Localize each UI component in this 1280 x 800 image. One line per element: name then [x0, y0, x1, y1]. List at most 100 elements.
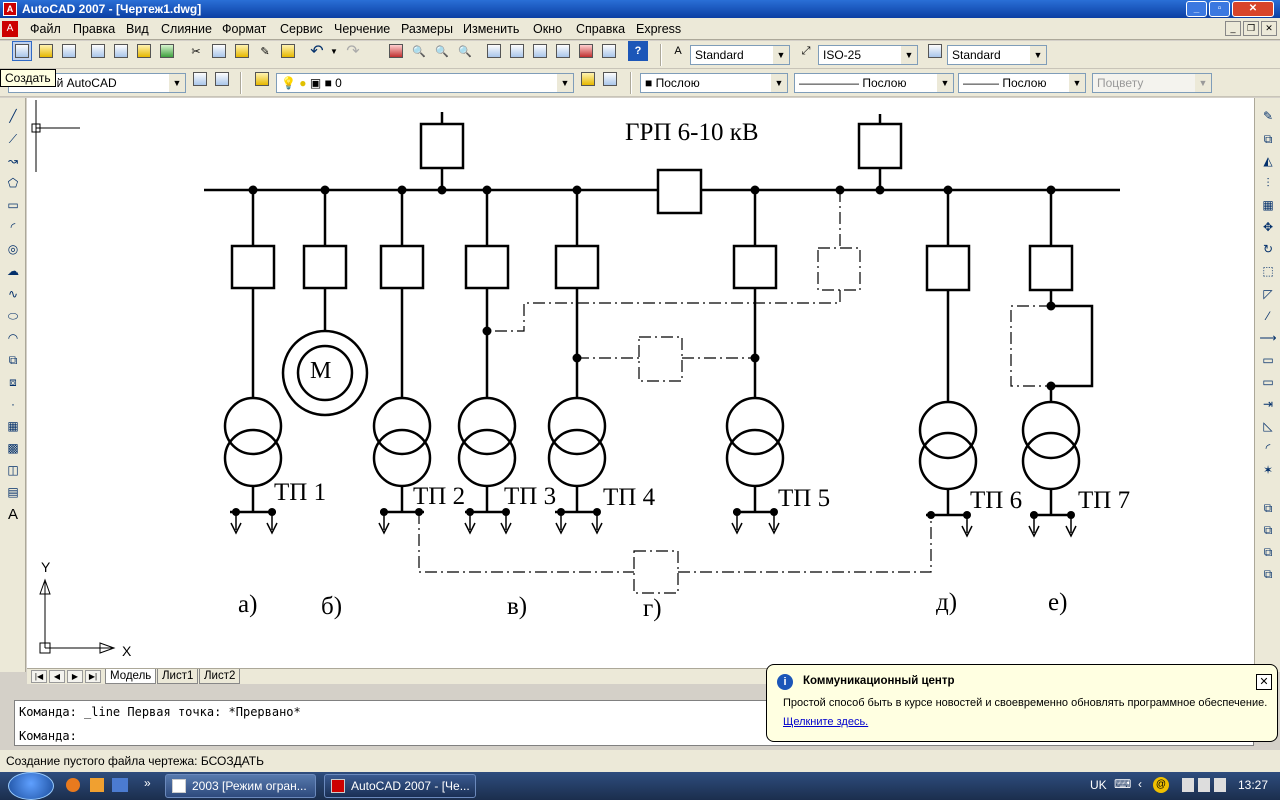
lineweight-select[interactable]: ——— Послою▼: [958, 73, 1086, 93]
spline-icon[interactable]: ∿: [7, 287, 19, 301]
make-current-layer-button[interactable]: [578, 69, 598, 89]
scale-icon[interactable]: ⬚: [1262, 264, 1274, 278]
region-icon[interactable]: ◫: [7, 463, 19, 477]
menu-dimension[interactable]: Размеры: [401, 22, 453, 36]
title-bar[interactable]: A AutoCAD 2007 - [Чертеж1.dwg] _ ▫ ✕: [0, 0, 1280, 18]
quicklaunch-app-icon[interactable]: [112, 778, 128, 792]
array-icon[interactable]: ▦: [1262, 198, 1274, 212]
clock[interactable]: 13:27: [1238, 778, 1269, 792]
open-button[interactable]: [36, 41, 56, 61]
copy-button[interactable]: [209, 41, 229, 61]
prev-tab-button[interactable]: ◀: [49, 670, 65, 683]
next-tab-button[interactable]: ▶: [67, 670, 83, 683]
mirror-icon[interactable]: ◭: [1263, 154, 1273, 168]
match-properties-button[interactable]: ✎: [260, 45, 270, 58]
circle-icon[interactable]: ◎: [7, 242, 19, 256]
quicklaunch-media-icon[interactable]: [90, 778, 104, 792]
menu-view[interactable]: Вид: [126, 22, 149, 36]
chamfer-icon[interactable]: ◺: [1263, 419, 1273, 433]
arc-icon[interactable]: ◜: [10, 220, 16, 234]
layer-previous-button[interactable]: [600, 69, 620, 89]
multiline-text-icon[interactable]: A: [7, 505, 18, 523]
workspace-settings-button[interactable]: [190, 69, 210, 89]
doc-minimize-button[interactable]: _: [1225, 21, 1241, 36]
hatch-icon[interactable]: ▦: [7, 419, 19, 433]
layer-properties-button[interactable]: [252, 69, 272, 89]
break-at-point-icon[interactable]: ▭: [1262, 353, 1274, 367]
trim-icon[interactable]: ⁄: [1266, 309, 1269, 323]
menu-tools[interactable]: Сервис: [280, 22, 323, 36]
menu-draw[interactable]: Черчение: [334, 22, 391, 36]
rotate-icon[interactable]: ↻: [1262, 242, 1274, 256]
network-icon[interactable]: [1198, 778, 1210, 792]
table-icon[interactable]: ▤: [7, 485, 19, 499]
break-icon[interactable]: ▭: [1262, 375, 1274, 389]
balloon-link[interactable]: Щелкните здесь.: [783, 716, 869, 728]
bring-above-icon[interactable]: ⧉: [1263, 544, 1273, 559]
pan-button[interactable]: [386, 41, 406, 61]
gradient-icon[interactable]: ▩: [7, 441, 19, 455]
language-indicator[interactable]: UK: [1090, 778, 1107, 792]
drawing-canvas[interactable]: ГРП 6-10 кВ М ТП 1 ТП 2 ТП 3 ТП 4 ТП 5 Т…: [27, 98, 1254, 668]
3d-dwf-button[interactable]: [157, 41, 177, 61]
quicklaunch-more-icon[interactable]: »: [144, 776, 151, 790]
tab-sheet2[interactable]: Лист2: [199, 669, 241, 684]
help-icon[interactable]: ?: [628, 41, 648, 61]
tool-palettes-button[interactable]: [530, 41, 550, 61]
block-editor-button[interactable]: [278, 41, 298, 61]
zoom-window-button[interactable]: 🔍: [435, 45, 449, 58]
menu-edit[interactable]: Правка: [73, 22, 116, 36]
menu-help[interactable]: Справка: [576, 22, 626, 36]
dim-style-select[interactable]: ISO-25▼: [818, 45, 918, 65]
line-icon[interactable]: ╱: [9, 109, 17, 123]
rectangle-icon[interactable]: ▭: [7, 198, 19, 212]
maximize-button[interactable]: ▫: [1209, 1, 1230, 17]
redo-icon[interactable]: ↷: [346, 43, 360, 60]
menu-express[interactable]: Express: [636, 22, 682, 36]
tab-sheet1[interactable]: Лист1: [157, 669, 199, 684]
construction-line-icon[interactable]: ⟋: [8, 131, 18, 146]
task-autocad[interactable]: AutoCAD 2007 - [Че...: [324, 774, 476, 798]
close-button[interactable]: ✕: [1232, 1, 1274, 17]
draw-order-front-icon[interactable]: ⧉: [1263, 500, 1273, 515]
save-button[interactable]: [59, 41, 79, 61]
circuit-diagram[interactable]: ГРП 6-10 кВ М ТП 1 ТП 2 ТП 3 ТП 4 ТП 5 Т…: [27, 98, 1254, 668]
text-style-icon[interactable]: A: [674, 45, 682, 57]
revision-cloud-icon[interactable]: ☁: [7, 264, 19, 278]
sheet-set-button[interactable]: [553, 41, 573, 61]
extend-icon[interactable]: ⟶: [1259, 331, 1277, 345]
last-tab-button[interactable]: ▶|: [85, 670, 101, 683]
workspace-save-button[interactable]: [212, 69, 232, 89]
menu-window[interactable]: Окно: [533, 22, 563, 36]
new-button[interactable]: [12, 41, 32, 61]
ellipse-arc-icon[interactable]: ◠: [7, 331, 19, 345]
tray-device-icon[interactable]: [1182, 778, 1194, 792]
plot-preview-button[interactable]: [111, 41, 131, 61]
table-style-icon[interactable]: [925, 41, 945, 61]
linetype-select[interactable]: ————— Послою▼: [794, 73, 954, 93]
send-under-icon[interactable]: ⧉: [1263, 566, 1273, 581]
polygon-icon[interactable]: ⬠: [7, 176, 19, 190]
ellipse-icon[interactable]: ⬭: [7, 308, 19, 323]
undo-icon[interactable]: ↶: [310, 43, 324, 60]
start-button[interactable]: [8, 772, 54, 800]
quickcalc-button[interactable]: [599, 41, 619, 61]
copy-object-icon[interactable]: ⧉: [1263, 131, 1273, 146]
doc-restore-button[interactable]: ❐: [1243, 21, 1259, 36]
task-word[interactable]: 2003 [Режим огран...: [165, 774, 316, 798]
polyline-icon[interactable]: ↝: [7, 154, 19, 168]
tab-model[interactable]: Модель: [105, 669, 157, 684]
move-icon[interactable]: ✥: [1262, 220, 1274, 234]
balloon-close-button[interactable]: ✕: [1256, 674, 1272, 690]
undo-dropdown[interactable]: ▼: [330, 46, 338, 56]
erase-icon[interactable]: ✎: [1262, 109, 1274, 123]
zoom-realtime-button[interactable]: 🔍: [412, 45, 426, 58]
insert-block-icon[interactable]: ⧉: [8, 352, 18, 367]
doc-close-button[interactable]: ✕: [1261, 21, 1277, 36]
make-block-icon[interactable]: ⧈: [9, 374, 17, 389]
stretch-icon[interactable]: ◸: [1263, 287, 1273, 301]
dim-style-icon[interactable]: ⤢: [801, 44, 811, 57]
text-style-select[interactable]: Standard▼: [690, 45, 790, 65]
cut-button[interactable]: ✂: [191, 45, 201, 58]
color-select[interactable]: ■ Послою▼: [640, 73, 788, 93]
